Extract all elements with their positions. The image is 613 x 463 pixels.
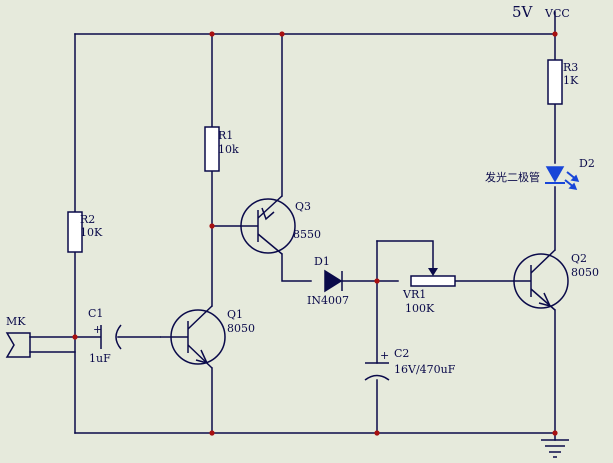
diode-icon <box>324 269 343 293</box>
capacitor-c2: + C2 16V/470uF <box>364 347 456 381</box>
transistor-collector-icon <box>530 249 556 274</box>
led-d2: D2 发光二极管 <box>485 157 595 190</box>
d1-ref-label: D1 <box>314 255 330 268</box>
q3-value-label: 8550 <box>293 228 321 241</box>
power-supply: 5V VCC <box>512 3 570 21</box>
led-icon <box>545 166 565 183</box>
r2-ref-label: R2 <box>80 213 95 226</box>
resistor-icon <box>204 126 220 172</box>
r3-value-label: 1K <box>563 74 579 87</box>
junction-dot <box>374 278 380 284</box>
junction-dot <box>279 31 285 37</box>
emitter-arrow-icon <box>261 207 275 221</box>
capacitor-curved-plate-icon <box>364 374 390 381</box>
vr1-ref-label: VR1 <box>402 288 426 301</box>
r1-value-label: 10k <box>218 143 239 156</box>
transistor-collector-icon <box>187 305 213 330</box>
resistor-icon <box>547 59 563 105</box>
resistor-r1: R1 10k <box>204 126 239 172</box>
resistor-r3: R3 1K <box>547 59 579 105</box>
q2-ref-label: Q2 <box>571 252 587 265</box>
potentiometer-vr1: VR1 100K <box>402 268 456 315</box>
junction-dot <box>552 430 558 436</box>
wiper-arrow-icon <box>428 268 438 276</box>
transistor-emitter-icon <box>187 344 213 369</box>
transistor-emitter-icon <box>257 195 283 219</box>
junction-dot <box>374 430 380 436</box>
r1-ref-label: R1 <box>218 129 233 142</box>
d2-ref-label: D2 <box>579 157 595 170</box>
transistor-q2: Q2 8050 <box>513 249 599 311</box>
emitter-arrow-icon <box>538 292 552 308</box>
c1-ref-label: C1 <box>88 307 103 320</box>
wires <box>29 11 556 441</box>
resistor-r2: R2 10K <box>67 211 103 253</box>
supply-voltage-label: 5V <box>512 3 534 21</box>
c2-ref-label: C2 <box>394 347 409 360</box>
d1-value-label: IN4007 <box>307 294 349 307</box>
capacitor-curved-plate-icon <box>115 324 122 350</box>
q1-value-label: 8050 <box>227 322 255 335</box>
junction-dot <box>209 31 215 37</box>
junction-dot <box>209 430 215 436</box>
emitter-arrow-icon <box>195 349 209 365</box>
c1-value-label: 1uF <box>89 352 111 365</box>
diode-d1: D1 IN4007 <box>307 255 349 307</box>
vr1-value-label: 100K <box>405 302 435 315</box>
c2-polarity-label: + <box>380 349 389 362</box>
c1-polarity-label: + <box>93 323 102 336</box>
q1-ref-label: Q1 <box>227 308 243 321</box>
vcc-net-label: VCC <box>544 7 570 20</box>
potentiometer-icon <box>410 275 456 287</box>
capacitor-c1: C1 + 1uF <box>88 307 122 365</box>
junctions <box>72 31 558 436</box>
ground-symbol <box>541 439 569 458</box>
microphone: MK <box>5 315 31 358</box>
r3-ref-label: R3 <box>563 61 578 74</box>
resistor-icon <box>67 211 83 253</box>
junction-dot <box>72 334 78 340</box>
junction-dot <box>552 31 558 37</box>
transistor-collector-icon <box>257 233 283 255</box>
q3-ref-label: Q3 <box>295 200 311 213</box>
microphone-icon <box>5 332 31 358</box>
transistor-q1: Q1 8050 <box>160 305 255 369</box>
r2-value-label: 10K <box>80 226 103 239</box>
junction-dot <box>209 223 215 229</box>
transistor-q3: Q3 8550 <box>240 195 321 255</box>
c2-value-label: 16V/470uF <box>394 363 456 376</box>
q2-value-label: 8050 <box>571 266 599 279</box>
d2-value-label: 发光二极管 <box>485 170 540 184</box>
mic-ref-label: MK <box>6 315 26 328</box>
